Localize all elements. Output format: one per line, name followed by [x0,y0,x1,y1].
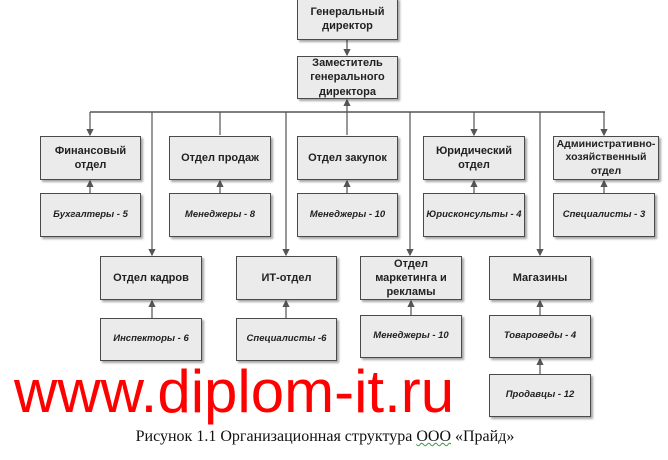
staff-box: Товароведы - 4 [489,315,591,358]
dept-label: ИТ-отдел [261,271,312,284]
dept-label: Отдел закупок [308,151,387,164]
staff-box: Специалисты - 3 [553,193,655,237]
sales-dept-box: Отдел продаж [169,136,271,180]
staff-label: Товароведы - 4 [503,330,577,342]
staff-label: Продавцы - 12 [505,389,575,401]
dept-label: Финансовый отдел [54,144,127,171]
staff-box: Продавцы - 12 [489,374,591,417]
staff-box: Менеджеры - 10 [360,315,462,358]
legal-dept-box: Юридический отдел [423,136,525,180]
marketing-dept-box: Отдел маркетинга и рекламы [360,256,462,300]
caption-name: «Прайд» [451,428,515,445]
caption-text: Рисунок 1.1 Организационная структура [135,428,417,445]
ceo-box: Генеральный директор [297,0,398,40]
staff-label: Специалисты -6 [246,333,327,345]
deputy-label: Заместитель генерального директора [310,57,385,98]
dept-label: Магазины [512,271,568,284]
deputy-box: Заместитель генерального директора [297,56,398,99]
staff-box: Юрисконсульты - 4 [423,193,525,237]
shops-box: Магазины [489,256,591,300]
dept-label: Отдел кадров [113,271,189,284]
staff-label: Инспекторы - 6 [113,333,189,345]
hr-dept-box: Отдел кадров [100,256,202,300]
staff-box: Бухгалтеры - 5 [40,193,141,237]
figure-caption: Рисунок 1.1 Организационная структура ОО… [0,428,650,446]
admin-dept-box: Административно-хозяйственный отдел [553,136,659,180]
finance-dept-box: Финансовый отдел [40,136,141,180]
dept-label: Отдел маркетинга и рекламы [375,257,447,299]
staff-label: Менеджеры - 10 [373,330,449,342]
staff-label: Специалисты - 3 [562,208,646,220]
purchasing-dept-box: Отдел закупок [297,136,398,180]
dept-label: Отдел продаж [181,151,259,164]
staff-label: Юрисконсульты - 4 [426,208,522,220]
staff-box: Специалисты -6 [236,318,337,361]
it-dept-box: ИТ-отдел [236,256,337,300]
staff-box: Инспекторы - 6 [100,318,202,361]
staff-label: Бухгалтеры - 5 [53,208,128,220]
caption-org: ООО [416,428,451,445]
staff-label: Менеджеры - 10 [309,208,386,220]
dept-label: Административно-хозяйственный отдел [556,137,656,177]
staff-box: Менеджеры - 10 [297,193,398,237]
staff-label: Менеджеры - 8 [184,208,256,220]
watermark: www.diplom-it.ru [14,358,455,425]
ceo-label: Генеральный директор [310,5,385,32]
dept-label: Юридический отдел [435,144,513,171]
staff-box: Менеджеры - 8 [169,193,271,237]
